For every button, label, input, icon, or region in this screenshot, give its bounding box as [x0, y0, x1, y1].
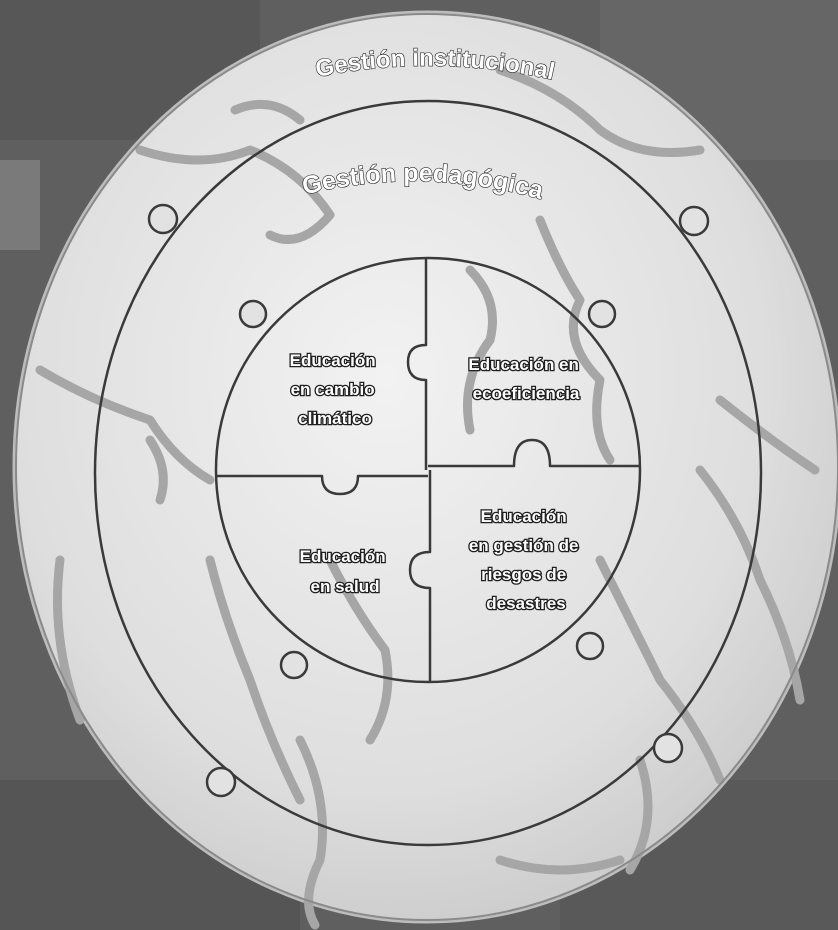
quadrant-health-line-1: Educación	[300, 547, 386, 566]
quadrant-disaster-line-3: riesgos de	[481, 565, 566, 584]
quadrant-disaster-line-1: Educación	[481, 507, 567, 526]
quadrant-climate-line-2: en cambio	[291, 380, 375, 399]
quadrant-climate-line-3: climático	[298, 409, 372, 428]
quadrant-climate-line-1: Educación	[290, 351, 376, 370]
quadrant-disaster-line-2: en gestión de	[469, 536, 579, 555]
quadrant-climate-label: Educación en cambio climático	[290, 351, 381, 428]
quadrant-ecoefficiency-line-2: ecoeficiencia	[473, 384, 580, 403]
quadrant-ecoefficiency-line-1: Educación en	[468, 355, 579, 374]
quadrant-health-line-2: en salud	[311, 577, 380, 596]
quadrant-disaster-line-4: desastres	[486, 594, 565, 613]
